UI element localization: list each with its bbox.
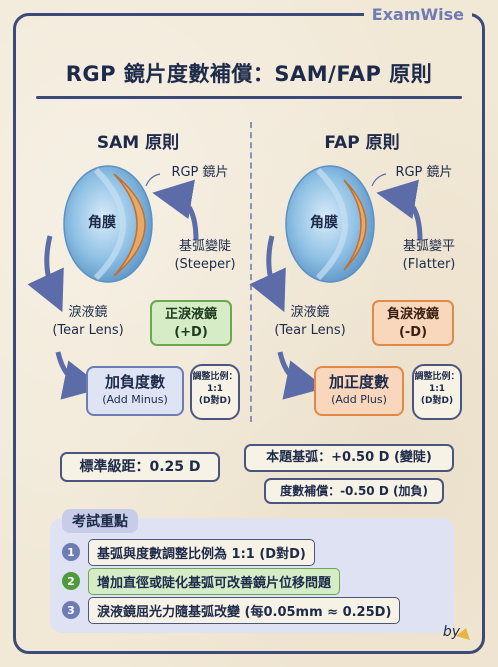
exam-point-2: 2 增加直徑或陡化基弧可改善鏡片位移問題 <box>62 567 341 595</box>
fap-tear-lens-tag: 負淚液鏡 (-D) <box>372 300 454 346</box>
sam-curve-sub: (Steeper) <box>174 257 236 272</box>
sam-cornea-label: 角膜 <box>88 215 116 231</box>
exam-point-3-number: 3 <box>62 601 80 619</box>
fap-tear-text: 淚液鏡 <box>290 305 330 320</box>
standard-step-box: 標準級距：0.25 D <box>60 452 220 482</box>
sam-tag-text: 正淚液鏡 <box>164 307 217 322</box>
exam-point-2-text: 增加直徑或陡化基弧可改善鏡片位移問題 <box>88 567 341 595</box>
fap-heading: FAP 原則 <box>324 133 400 153</box>
sam-ratio-title: 調整比例： <box>192 372 238 382</box>
fap-flatter-arrow-icon <box>376 179 423 241</box>
fap-rgp-lens-icon <box>343 179 367 271</box>
sam-flow-arrow-result-icon <box>55 351 104 400</box>
exam-point-1-text: 基弧與度數調整比例為 1:1 (D對D) <box>88 538 315 566</box>
fap-flow-arrow-result-icon <box>277 351 326 400</box>
sam-steeper-arrow-icon <box>152 179 199 241</box>
fap-curve-sub: (Flatter) <box>402 257 456 272</box>
fap-ratio-box: 調整比例： 1:1 (D對D) <box>412 364 462 420</box>
fap-tag-text: 負淚液鏡 <box>386 307 439 322</box>
fap-result-sub: (Add Plus) <box>331 393 387 406</box>
sam-lens-pointer-icon <box>145 173 161 187</box>
fap-cornea-label: 角膜 <box>310 215 338 231</box>
fap-result-box: 加正度數 (Add Plus) <box>314 366 404 416</box>
title-underline <box>36 96 462 99</box>
sam-curve-label: 基弧變陡 (Steeper) <box>160 238 250 274</box>
fap-tag-sub: (-D) <box>398 325 428 340</box>
exam-point-3-text: 淚液鏡屈光力隨基弧改變 (每0.05mm ≈ 0.25D) <box>88 596 401 624</box>
sam-result-box: 加負度數 (Add Minus) <box>86 366 184 416</box>
sam-ratio-box: 調整比例： 1:1 (D對D) <box>190 364 240 420</box>
frame-border <box>13 13 485 654</box>
fap-result-text: 加正度數 <box>328 373 389 391</box>
sam-result-sub: (Add Minus) <box>102 393 168 406</box>
exam-points-title: 考試重點 <box>62 509 138 533</box>
page-title: RGP 鏡片度數補償：SAM/FAP 原則 <box>65 62 433 86</box>
exam-point-1: 1 基弧與度數調整比例為 1:1 (D對D) <box>62 538 315 566</box>
sam-rgp-lens-icon <box>113 173 146 277</box>
fap-ratio-title: 調整比例： <box>414 372 460 382</box>
fap-tear-sub: (Tear Lens) <box>274 323 346 338</box>
sam-tag-sub: (+D) <box>174 325 208 340</box>
fap-lens-pointer-icon <box>371 173 387 187</box>
fap-curve-label: 基弧變平 (Flatter) <box>384 238 474 274</box>
fap-tear-label: 淚液鏡 (Tear Lens) <box>260 304 360 340</box>
fap-curve-text: 基弧變平 <box>402 239 455 254</box>
sam-tear-lens-tag: 正淚液鏡 (+D) <box>150 300 232 346</box>
fap-flow-arrow-down-icon <box>249 235 286 313</box>
sam-ratio-sub: (D對D) <box>198 396 232 406</box>
fap-ratio-sub: (D對D) <box>420 396 454 406</box>
exam-point-1-number: 1 <box>62 543 80 561</box>
footer-logo-icon <box>456 628 470 640</box>
compensation-box: 度數補償：-0.50 D (加負) <box>264 478 444 504</box>
brand-logo: ExamWise <box>363 4 472 26</box>
base-curve-box: 本題基弧：+0.50 D (變陡) <box>244 444 454 472</box>
sam-curve-text: 基弧變陡 <box>178 239 231 254</box>
fap-ratio-value: 1:1 <box>428 384 446 394</box>
exam-point-2-number: 2 <box>62 572 80 590</box>
sam-result-text: 加負度數 <box>104 373 165 391</box>
sam-ratio-value: 1:1 <box>206 384 224 394</box>
fap-lens-label: RGP 鏡片 <box>395 165 453 180</box>
sam-flow-arrow-down-icon <box>27 235 64 313</box>
sam-tear-text: 淚液鏡 <box>68 305 108 320</box>
fap-cornea-icon <box>285 165 375 283</box>
sam-tear-sub: (Tear Lens) <box>52 323 124 338</box>
sam-tear-label: 淚液鏡 (Tear Lens) <box>38 304 138 340</box>
sam-lens-label: RGP 鏡片 <box>171 165 229 180</box>
footer-by: by <box>442 624 460 640</box>
sam-heading: SAM 原則 <box>96 133 180 153</box>
exam-point-3: 3 淚液鏡屈光力隨基弧改變 (每0.05mm ≈ 0.25D) <box>62 596 401 624</box>
